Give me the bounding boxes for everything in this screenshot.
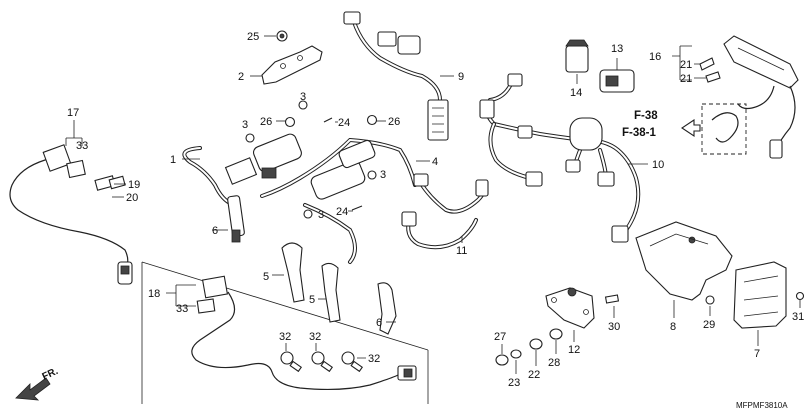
callout-24: 24: [336, 206, 348, 218]
part-28-washer[interactable]: [549, 328, 563, 340]
callout-21: 21: [680, 73, 692, 85]
part-11-harness[interactable]: [401, 173, 489, 250]
part-26-nuts[interactable]: [284, 100, 378, 128]
part-1-ignition-coil-front[interactable]: [182, 132, 303, 206]
callout-23: 23: [508, 377, 520, 389]
callout-24: 24: [338, 117, 350, 129]
callout-22: 22: [528, 369, 540, 381]
callout-29: 29: [703, 319, 715, 331]
callout-28: 28: [548, 357, 560, 369]
part-31-bolt[interactable]: [795, 291, 805, 301]
front-direction-arrow: [15, 377, 51, 401]
part-6-plug-cap-lower[interactable]: [377, 282, 397, 335]
callout-3: 3: [318, 209, 324, 221]
part-33-pad-left[interactable]: [66, 159, 86, 179]
callout-16: 16: [649, 51, 661, 63]
reference-box[interactable]: [701, 103, 747, 155]
subassembly-box: [141, 261, 429, 404]
part-30-bolt[interactable]: [604, 294, 620, 304]
callout-5: 5: [263, 271, 269, 283]
part-22-grommet[interactable]: [529, 338, 543, 350]
callout-6: 6: [376, 317, 382, 329]
callout-3: 3: [300, 91, 306, 103]
part-27-grommet[interactable]: [495, 354, 509, 366]
callout-5: 5: [309, 294, 315, 306]
callout-33: 33: [176, 303, 188, 315]
front-direction-label: FR.: [41, 366, 60, 383]
callout-18: 18: [148, 288, 160, 300]
part-18-receiver-assembly[interactable]: [191, 275, 417, 391]
callout-25: 25: [247, 31, 259, 43]
callout-21: 21: [680, 59, 692, 71]
reference-labels[interactable]: F-38 F-38-1: [622, 110, 658, 139]
callout-14: 14: [570, 87, 582, 99]
diagram-code: MFPMF3810A: [736, 401, 788, 410]
part-9-sub-harness[interactable]: [343, 11, 449, 141]
part-13-relay[interactable]: [599, 69, 635, 93]
callout-12: 12: [568, 344, 580, 356]
part-24-bolts[interactable]: [323, 117, 363, 211]
part-10-main-harness[interactable]: [479, 73, 641, 243]
callout-labels: 1 2 3 3 3 3 4 5 5 6 6 7 8 9 10 11 12 13 …: [67, 31, 804, 389]
callout-32: 32: [309, 331, 321, 343]
part-6-plug-cap-upper[interactable]: [227, 195, 245, 243]
callout-11: 11: [456, 245, 467, 257]
callout-20: 20: [126, 192, 138, 204]
part-2-bracket[interactable]: [261, 45, 323, 85]
callout-33: 33: [76, 140, 88, 152]
callout-8: 8: [670, 321, 676, 333]
callout-31: 31: [792, 311, 804, 323]
callout-19: 19: [128, 179, 140, 191]
part-32-keys[interactable]: [280, 351, 364, 373]
callout-13: 13: [611, 43, 623, 55]
callout-6: 6: [212, 225, 218, 237]
part-14-relay[interactable]: [565, 39, 589, 73]
callout-7: 7: [754, 348, 760, 360]
callout-26: 26: [260, 116, 272, 128]
reference-arrow: [681, 118, 701, 138]
part-8-cover-plate[interactable]: [635, 221, 733, 301]
reference-f38-1: F-38-1: [622, 127, 656, 139]
callout-26: 26: [388, 116, 400, 128]
part-7-ecu[interactable]: [733, 261, 787, 329]
part-4-ignition-coil-rear[interactable]: [260, 137, 417, 264]
callout-27: 27: [494, 331, 506, 343]
part-21-clips[interactable]: [699, 57, 721, 83]
part-29-bolt[interactable]: [705, 295, 715, 305]
part-23-collar[interactable]: [510, 349, 522, 359]
callout-32: 32: [279, 331, 291, 343]
part-19-20-bands[interactable]: [94, 175, 126, 191]
callout-1: 1: [170, 154, 176, 166]
callout-3: 3: [242, 119, 248, 131]
part-33-pad-bottom[interactable]: [196, 298, 216, 314]
part-16-unit[interactable]: [723, 35, 799, 159]
callout-30: 30: [608, 321, 620, 333]
part-5-plug-caps[interactable]: [281, 242, 341, 323]
callout-2: 2: [238, 71, 244, 83]
part-17-receiver-assembly[interactable]: [9, 144, 133, 285]
callout-10: 10: [652, 159, 664, 171]
reference-f38: F-38: [634, 110, 658, 122]
part-3-bolts[interactable]: [245, 133, 377, 219]
callout-17: 17: [67, 107, 79, 119]
part-25-bolt[interactable]: [276, 30, 288, 42]
callout-3: 3: [380, 169, 386, 181]
callout-9: 9: [458, 71, 464, 83]
part-12-sensor[interactable]: [545, 287, 595, 329]
callout-32: 32: [368, 353, 380, 365]
callout-4: 4: [432, 156, 438, 168]
